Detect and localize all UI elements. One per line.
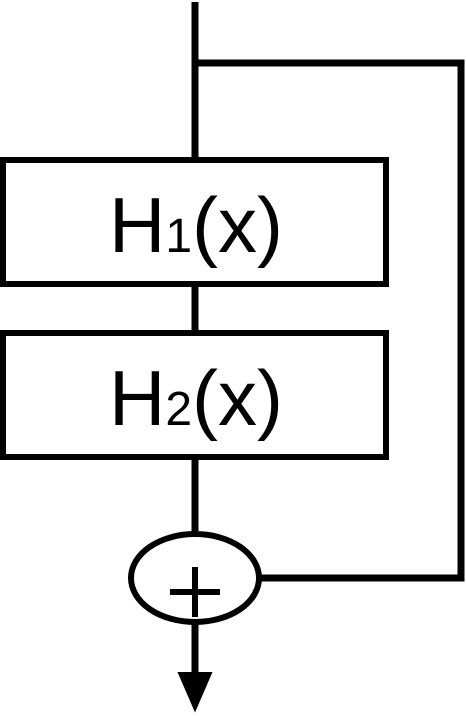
adder-node — [128, 531, 262, 625]
block-h2 — [0, 330, 389, 460]
block-h2-base: H — [109, 354, 165, 442]
block-h1-index: 1 — [165, 210, 192, 263]
skip-connection — [195, 59, 465, 582]
block-h2-label: H2(x) — [109, 354, 283, 442]
block-h2-index: 2 — [165, 383, 192, 436]
block-h2-arg: (x) — [192, 354, 283, 442]
block-h1-arg: (x) — [192, 181, 283, 269]
block-h1-base: H — [109, 181, 165, 269]
block-h1-label: H1(x) — [109, 181, 283, 269]
output-arrow-icon — [177, 672, 213, 713]
